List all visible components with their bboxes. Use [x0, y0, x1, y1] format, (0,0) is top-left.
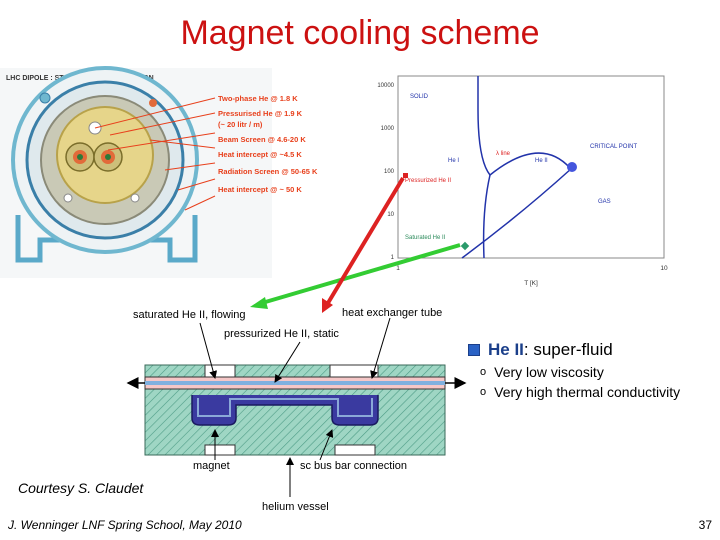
dipole-label-pressurised: Pressurised He @ 1.9 K — [218, 109, 303, 118]
slide-title: Magnet cooling scheme — [180, 14, 540, 52]
dipole-label-heat-intercept-high: Heat intercept @ ~ 50 K — [218, 185, 302, 194]
bullet-sub-2-text: Very high thermal conductivity — [494, 384, 681, 400]
label-magnet: magnet — [193, 460, 230, 472]
y-tick-100: 100 — [384, 169, 395, 175]
y-tick-10000: 10000 — [377, 83, 394, 89]
bullet-sub-1-text: Very low viscosity — [494, 364, 604, 380]
bullet-sub-2: o Very high thermal conductivity — [480, 384, 680, 400]
heat-exchanger-diagram: saturated He II, flowing pressurized He … — [126, 307, 467, 513]
region-saturated: Saturated He II — [405, 235, 446, 241]
region-he-i: He I — [448, 158, 459, 164]
circle-bullet-icon: o — [480, 366, 487, 378]
dipole-label-radiation-screen: Radiation Screen @ 50-65 K — [218, 167, 318, 176]
bullet-sub-1: o Very low viscosity — [480, 364, 680, 380]
dipole-cross-section: LHC DIPOLE : STANDARD CROSS-SECTION — [0, 66, 318, 278]
dipole-label-volume: (~ 20 litr / m) — [218, 120, 263, 129]
courtesy-note: Courtesy S. Claudet — [18, 480, 144, 496]
region-critical-point: CRITICAL POINT — [590, 144, 637, 150]
circle-bullet-icon: o — [480, 386, 487, 398]
connector-arrows — [250, 176, 461, 313]
region-solid: SOLID — [410, 94, 429, 100]
y-tick-1: 1 — [391, 255, 395, 261]
phase-diagram: 10000 1000 100 10 1 1 10 T [K] SOLID He … — [377, 75, 668, 287]
label-saturated-flowing: saturated He II, flowing — [133, 309, 246, 321]
bullet-main: He II: super-fluid — [468, 340, 680, 360]
label-busbar: sc bus bar connection — [300, 460, 407, 472]
x-tick-1: 1 — [396, 265, 400, 272]
dipole-label-beam-screen: Beam Screen @ 4.6-20 K — [218, 135, 306, 144]
dipole-label-heat-intercept-low: Heat intercept @ ~4.5 K — [218, 150, 302, 159]
x-tick-10: 10 — [660, 265, 668, 272]
region-he-ii: He II — [535, 158, 548, 164]
label-helium-vessel: helium vessel — [262, 501, 329, 513]
bullet-list: He II: super-fluid o Very low viscosity … — [468, 340, 680, 400]
page-number: 37 — [698, 518, 712, 532]
square-bullet-icon — [468, 344, 480, 356]
y-tick-10: 10 — [387, 212, 394, 218]
label-pressurized-static: pressurized He II, static — [224, 328, 339, 340]
region-gas: GAS — [598, 199, 611, 205]
y-tick-1000: 1000 — [381, 126, 395, 132]
footer-text: J. Wenninger LNF Spring School, May 2010 — [8, 518, 242, 532]
bullet-main-rest: : super-fluid — [523, 340, 613, 359]
bullet-main-bold: He II — [488, 340, 524, 359]
label-heat-exchanger-tube: heat exchanger tube — [342, 307, 442, 319]
region-lambda-line: λ line — [496, 151, 511, 157]
x-axis-label: T [K] — [524, 280, 538, 287]
dipole-label-two-phase: Two-phase He @ 1.8 K — [218, 94, 298, 103]
region-pressurized: Pressurized He II — [405, 178, 451, 184]
